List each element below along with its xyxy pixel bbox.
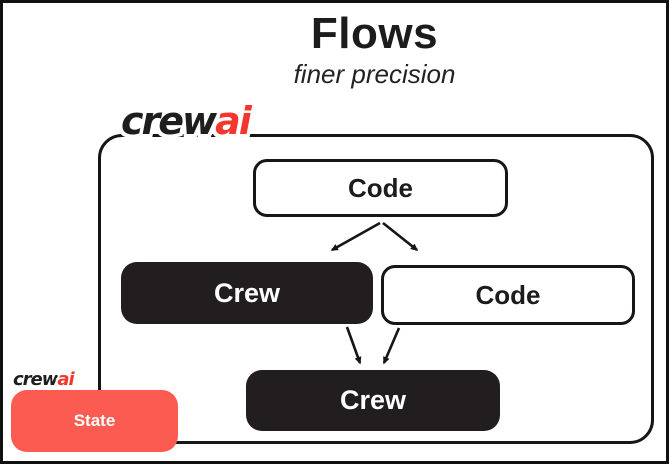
crewai-logo-small-text-accent: ai (57, 369, 74, 390)
node-state: State (11, 390, 178, 452)
node-code-right: Code (381, 265, 635, 325)
crewai-logo-text-dark: crew (121, 99, 217, 143)
node-crew-bottom-label: Crew (339, 385, 407, 415)
node-state-label: State (73, 411, 116, 430)
header: Flows finer precision (83, 9, 666, 90)
page-subtitle: finer precision (293, 59, 456, 90)
crewai-logo-small: crewai (13, 369, 75, 390)
crewai-logo-small-text-dark: crew (13, 369, 58, 390)
crewai-logo-text-accent: ai (215, 99, 252, 143)
node-crew-left: Crew (121, 262, 373, 324)
node-crew-left-label: Crew (213, 277, 281, 308)
node-code-right-label: Code (475, 279, 541, 310)
crewai-logo: crewai (121, 99, 252, 143)
node-code-top-label: Code (348, 172, 413, 203)
node-code-top: Code (253, 159, 508, 217)
node-crew-bottom: Crew (246, 370, 500, 431)
page-title: Flows (310, 9, 439, 58)
